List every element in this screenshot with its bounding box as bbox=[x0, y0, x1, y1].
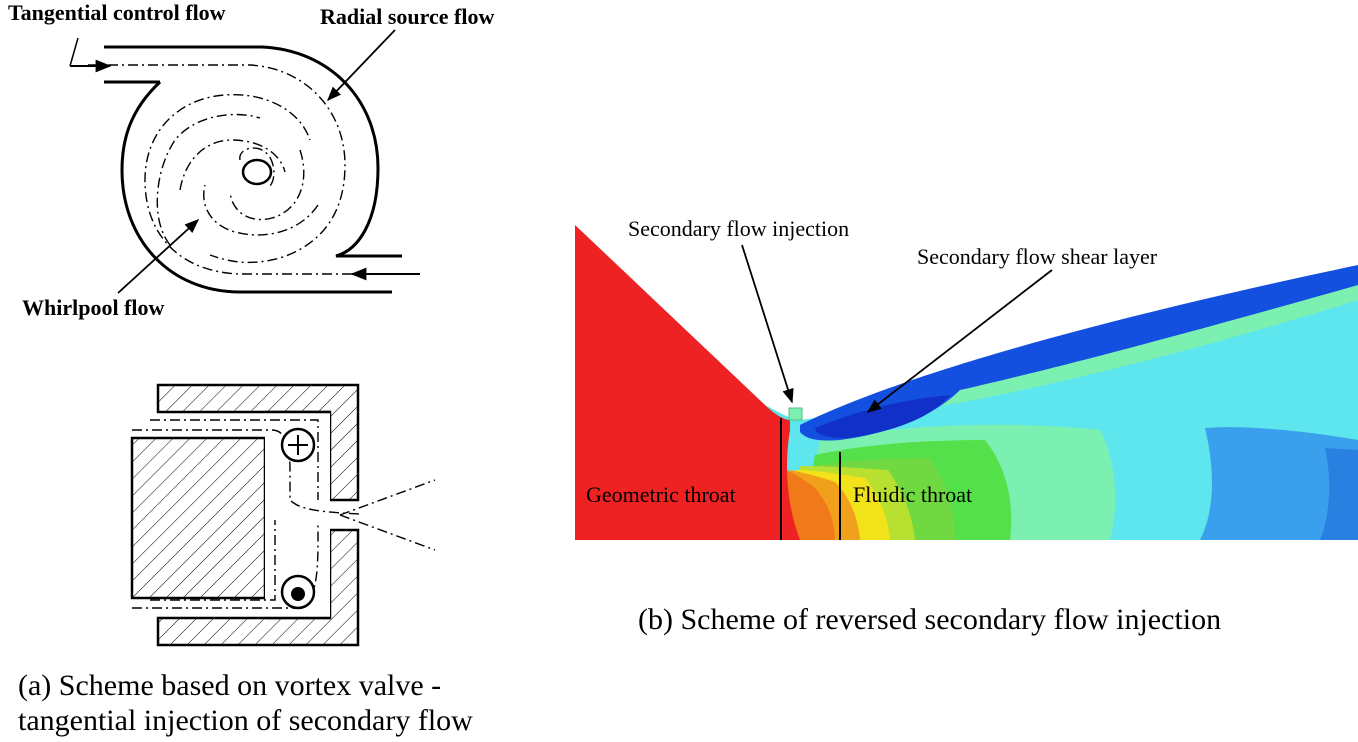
cross-upper-flow bbox=[132, 429, 361, 515]
radial-source-arrow bbox=[327, 29, 396, 102]
label-whirlpool-flow: Whirlpool flow bbox=[22, 295, 165, 320]
caption-a-line1: (a) Scheme based on vortex valve - bbox=[18, 669, 441, 702]
tangential-flow-line bbox=[88, 64, 346, 264]
contour-shear-core bbox=[815, 395, 950, 438]
label-secondary-flow-shear-layer: Secondary flow shear layer bbox=[917, 244, 1158, 269]
spiral-inner-2 bbox=[203, 184, 319, 236]
label-tangential-control-flow: Tangential control flow bbox=[8, 0, 226, 25]
spiral-core bbox=[239, 147, 275, 189]
whirlpool-flow-line bbox=[144, 93, 392, 275]
shear-layer-leader bbox=[866, 269, 1053, 413]
valve-cross-section bbox=[130, 383, 436, 647]
central-outlet bbox=[241, 158, 273, 186]
caption-b: (b) Scheme of reversed secondary flow in… bbox=[638, 603, 1221, 636]
spiral-inner-3 bbox=[179, 139, 286, 191]
vortex-chamber-wall bbox=[104, 45, 402, 258]
label-geometric-throat: Geometric throat bbox=[586, 482, 736, 507]
label-fluidic-throat: Fluidic throat bbox=[853, 482, 972, 507]
whirlpool-arrow bbox=[117, 219, 200, 294]
label-radial-source-flow: Radial source flow bbox=[320, 4, 494, 29]
cross-upper-flow-2 bbox=[150, 419, 319, 500]
cfd-contour-plot: Secondary flow injection Secondary flow … bbox=[575, 216, 1358, 540]
vortex-valve-diagram: Tangential control flow Radial source fl… bbox=[8, 0, 494, 320]
jet-lower bbox=[339, 514, 436, 551]
vortex-chamber-wall-lower bbox=[120, 80, 392, 294]
caption-a-line2: tangential injection of secondary flow bbox=[18, 704, 473, 737]
contour-blue-edge bbox=[1320, 448, 1358, 540]
cross-lower-flow-2 bbox=[150, 520, 276, 601]
label-leader-tangential bbox=[69, 37, 79, 67]
injection-leader bbox=[741, 244, 794, 404]
spiral-inner-1 bbox=[156, 113, 261, 246]
spiral-inner-4 bbox=[229, 149, 305, 221]
contour-light-blue-region bbox=[1200, 427, 1358, 540]
injection-slot bbox=[788, 407, 803, 421]
inner-hatched-block bbox=[130, 436, 267, 600]
label-secondary-flow-injection: Secondary flow injection bbox=[628, 216, 849, 241]
jet-upper bbox=[339, 479, 436, 516]
contour-red-region bbox=[575, 225, 800, 540]
contour-dark-orange-region bbox=[782, 470, 835, 540]
